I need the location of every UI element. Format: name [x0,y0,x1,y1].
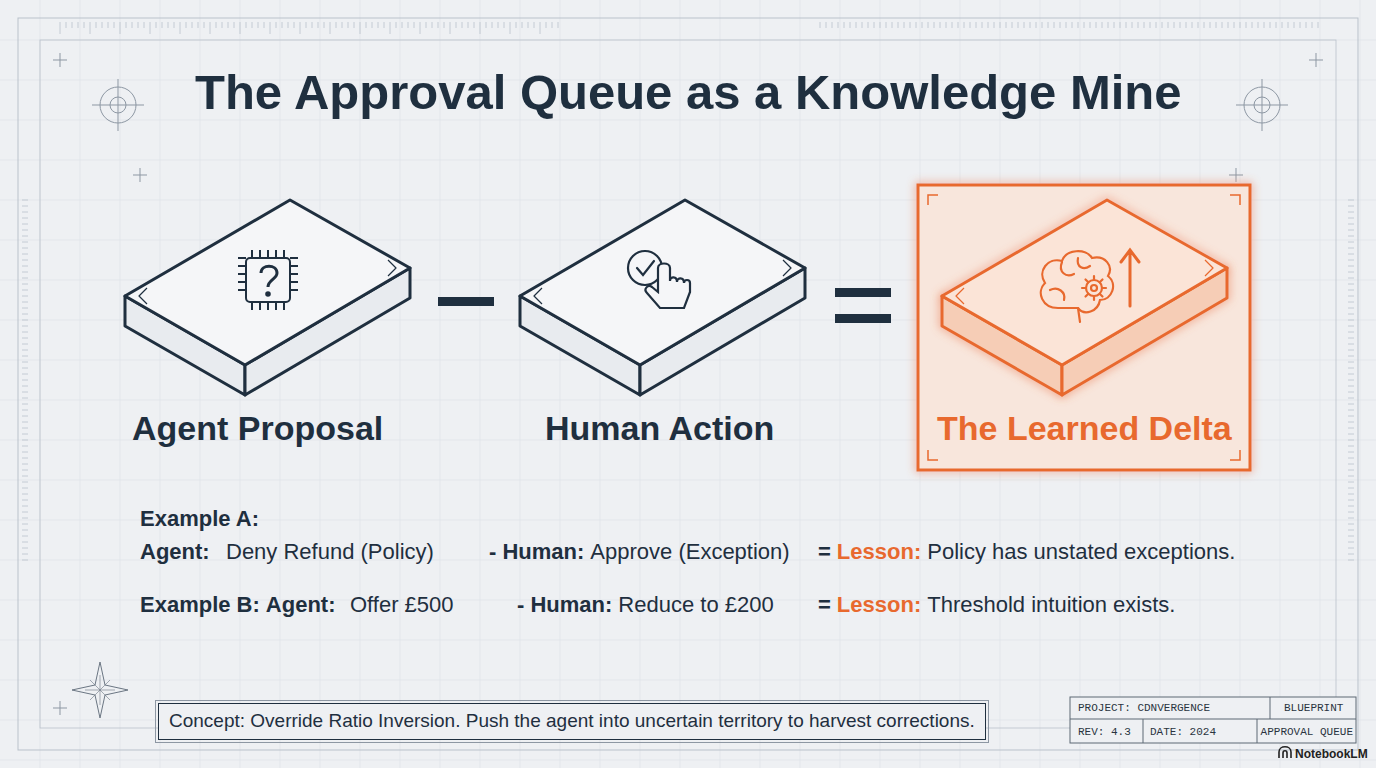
watermark-icon [1279,747,1291,758]
example-text: Example B: [140,593,260,617]
chip-icon [238,250,298,310]
watermark: NotebookLM [1295,748,1368,761]
slab-label: Human Action [545,410,774,447]
example-text: = [818,593,831,617]
approve-hand-icon [628,251,690,308]
title-block-cell: BLUEPRINT [1284,702,1343,714]
slab-delta [942,200,1227,395]
example-text: Agent: [266,593,336,617]
title-block-cell: APPROVAL QUEUE [1261,726,1353,738]
example-text: Lesson: [837,593,921,617]
example-text: Reduce to £200 [618,593,773,617]
node-heading: Agent Proposal [132,410,383,447]
highlight-frame [918,185,1250,470]
slab-human [520,200,805,395]
slide-title: The Approval Queue as a Knowledge Mine [195,66,1182,120]
slab-label: Agent Proposal [132,410,383,447]
crosshair-target [1236,79,1288,131]
example-text: Policy has unstated exceptions. [927,540,1235,564]
brain-icon [1041,250,1139,322]
compass-rose [72,662,128,718]
title-block-cell: PROJECT: CDNVERGENCE [1078,702,1210,714]
node-heading: Human Action [545,410,774,447]
example-text: Example A: [140,507,259,531]
title-block-cell: REV: 4.3 [1078,726,1131,738]
example-text: Approve (Exception) [590,540,789,564]
example-text: Agent: [140,540,210,564]
example-text: Lesson: [837,540,921,564]
example-text: Threshold intuition exists. [927,593,1175,617]
slab-label: The Learned Delta [937,410,1232,447]
minus-sign [438,297,494,306]
example-text: Deny Refund (Policy) [226,540,434,564]
slab-agent [125,200,410,395]
example-text: Offer £500 [350,593,454,617]
example-text: = [818,540,831,564]
concept-caption: Concept: Override Ratio Inversion. Push … [158,703,986,740]
title-block-cell: DATE: 2024 [1150,726,1216,738]
example-text: - Human: [489,540,584,564]
frame [18,18,1358,750]
example-text: - Human: [517,593,612,617]
crosshair-target [92,79,144,131]
equals-sign [835,288,891,323]
node-heading: The Learned Delta [937,410,1232,447]
title-block [1070,697,1356,743]
